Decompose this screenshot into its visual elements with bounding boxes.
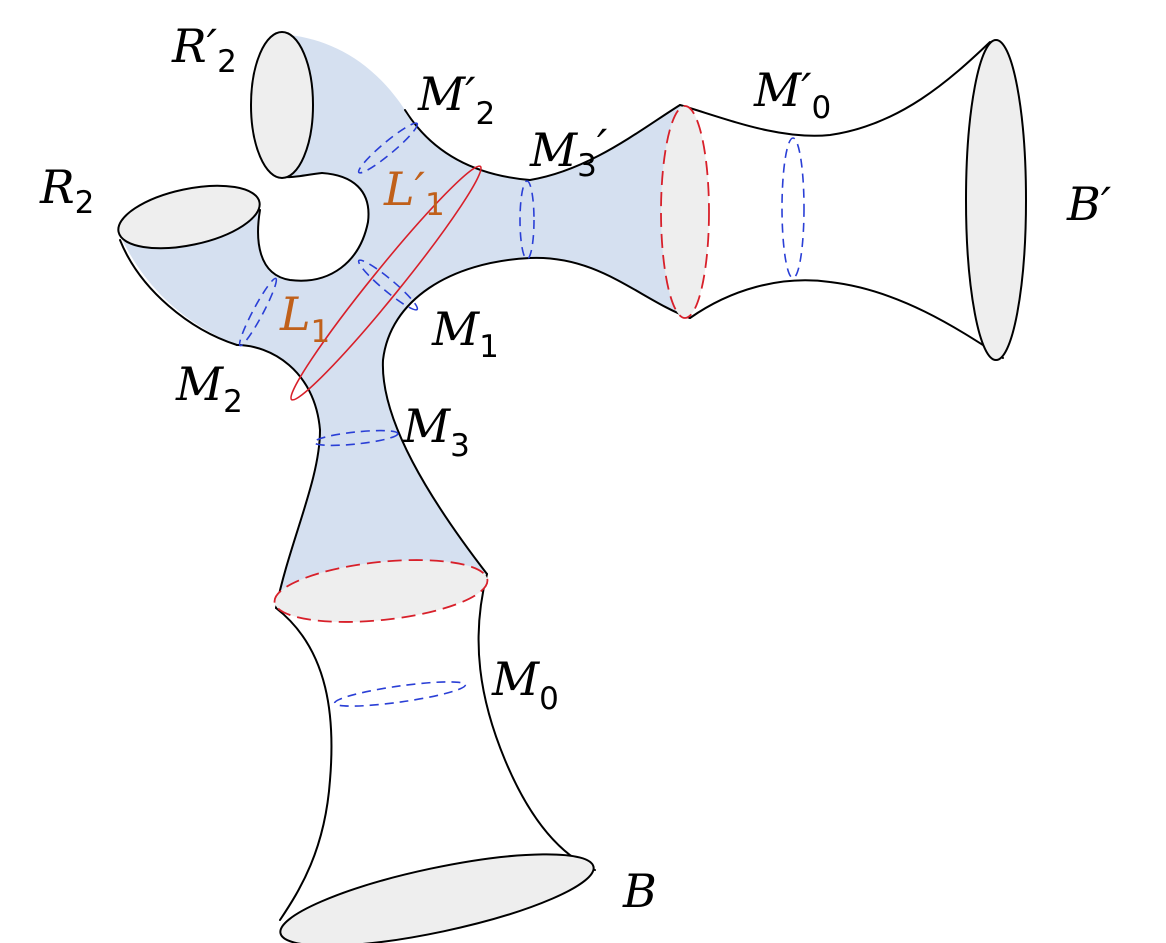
cap-R2 <box>117 184 261 250</box>
loop-L1 <box>290 165 482 401</box>
cap-R2prime <box>250 31 314 179</box>
label-M2: M2 <box>175 357 243 420</box>
label-R2prime: R′2 <box>171 19 237 80</box>
cycle-M2prime <box>357 122 419 174</box>
lower-boundary-cut <box>273 559 489 623</box>
label-L1: L1 <box>279 287 330 350</box>
label-R2: R2 <box>39 160 94 221</box>
surface-outline <box>119 41 1004 921</box>
cap-B <box>279 853 595 943</box>
cycle-M0 <box>333 681 467 707</box>
shaded-region <box>120 35 702 608</box>
right-boundary-disk <box>661 106 709 318</box>
label-M3prime: M3′ <box>529 119 608 184</box>
cycle-M0prime <box>781 137 805 279</box>
cycle-M3 <box>313 429 399 447</box>
label-M0: M0 <box>491 652 559 717</box>
label-Bprime: B′ <box>1066 177 1112 231</box>
label-L1prime: L′1 <box>383 162 445 223</box>
labels: R′2 R2 M′2 M3′ M′0 B′ L′1 L1 M1 M2 M3 M0… <box>39 19 1112 918</box>
label-M2prime: M′2 <box>417 67 495 132</box>
cycle-M1 <box>357 259 419 311</box>
label-M3: M3 <box>402 399 470 464</box>
cycle-M3prime <box>519 180 535 260</box>
cap-Bprime <box>965 39 1027 361</box>
lower-boundary-disk <box>274 560 488 622</box>
dashed-cycles <box>238 122 805 707</box>
right-boundary-cut <box>660 105 710 319</box>
label-M0prime: M′0 <box>753 63 831 126</box>
label-M1: M1 <box>431 302 499 365</box>
cycle-M2 <box>238 277 278 347</box>
label-B: B <box>622 864 657 918</box>
